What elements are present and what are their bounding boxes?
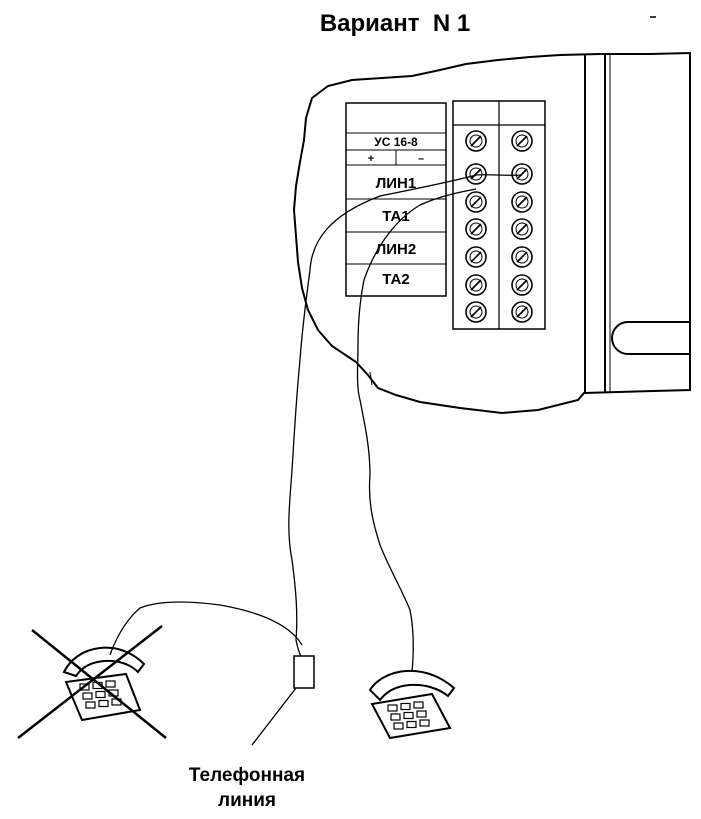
telephone-disconnected-icon (17, 625, 167, 739)
terminal-screw-icon (511, 218, 533, 240)
terminal-label-ta1: ТА1 (382, 208, 409, 225)
terminal-screw-icon (465, 218, 487, 240)
polarity-plus-label: + (368, 153, 374, 165)
terminal-screw-icon (465, 163, 487, 185)
keypad-key (390, 713, 401, 721)
caption-line2: линия (218, 790, 276, 811)
wire-jumper (475, 174, 523, 176)
keypad-key (95, 690, 106, 699)
wire-lin1 (288, 174, 477, 659)
terminal-label-lin1: ЛИН1 (376, 175, 416, 192)
terminal-label-lin2: ЛИН2 (376, 241, 416, 258)
terminal-screw-icon (511, 130, 533, 152)
polarity-minus-label: – (418, 153, 424, 165)
device-housing-edge (369, 371, 373, 386)
terminal-screw-icon (465, 191, 487, 213)
terminal-screw-icon (511, 246, 533, 268)
device-model-label: УС 16-8 (374, 135, 418, 149)
cross-line (31, 629, 167, 739)
terminal-screw-icon (465, 130, 487, 152)
wire-ta1 (356, 188, 477, 673)
keypad-key (98, 699, 109, 708)
terminal-screw-icon (511, 163, 533, 185)
keypad-key (393, 722, 404, 730)
terminal-screw-icon (465, 246, 487, 268)
terminal-screw-icon (511, 301, 533, 323)
terminal-screw-icon (511, 191, 533, 213)
keypad-key (400, 702, 411, 711)
wire-handset-cross (109, 601, 303, 656)
keypad-key (406, 720, 417, 729)
diagram-title: Вариант N 1 (320, 10, 470, 37)
terminal-label-ta2: ТА2 (382, 271, 409, 288)
terminal-screw-icon (465, 274, 487, 296)
terminal-screw-icon (465, 301, 487, 323)
terminal-screws (465, 130, 533, 323)
keypad-key (387, 704, 398, 712)
terminal-screw-icon (511, 274, 533, 296)
keypad-key (85, 701, 96, 709)
keypad-key (403, 711, 414, 720)
wire-line-out (251, 687, 297, 746)
keypad-key (413, 701, 424, 709)
line-connector-box (293, 655, 315, 689)
keypad-key (105, 680, 116, 688)
keypad-key (419, 719, 430, 727)
device-housing (292, 51, 691, 415)
cross-line (17, 625, 163, 739)
keypad-key (416, 710, 427, 718)
mounting-slot (611, 321, 690, 355)
keypad-key (82, 692, 93, 700)
caption-line1: Телефонная (189, 765, 305, 786)
telephone-icon (368, 669, 456, 740)
